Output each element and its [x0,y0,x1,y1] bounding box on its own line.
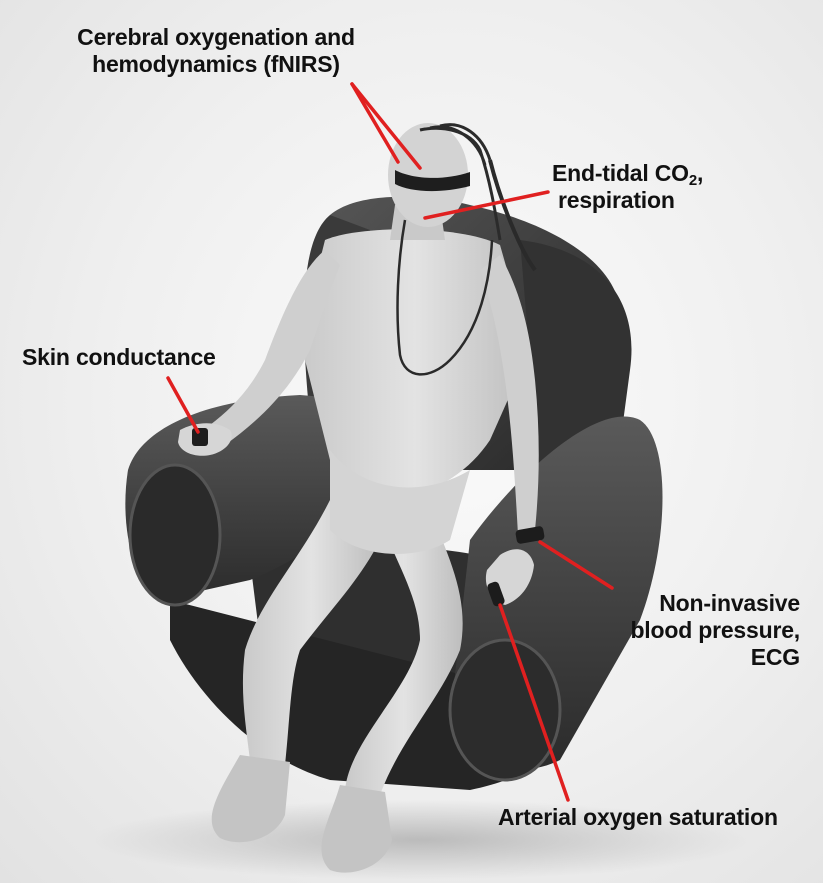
label-etco2-subscript: 2 [689,172,697,189]
label-etco2-part2: , [697,160,703,186]
label-cerebral-oxygenation: Cerebral oxygenation and hemodynamics (f… [66,24,366,78]
label-blood-pressure-ecg: Non-invasive blood pressure, ECG [600,590,800,671]
label-arterial-oxygen-saturation: Arterial oxygen saturation [498,804,778,831]
label-nibp-line2: blood pressure, [600,617,800,644]
label-cerebral-line2: hemodynamics (fNIRS) [66,51,366,78]
label-nibp-line3: ECG [600,644,800,671]
label-cerebral-line1: Cerebral oxygenation and [66,24,366,51]
label-etco2-line1: End-tidal CO2, [552,160,703,187]
label-etco2-part1: End-tidal CO [552,160,689,186]
label-end-tidal-co2: End-tidal CO2, respiration [552,160,703,214]
label-skin-conductance: Skin conductance [22,344,216,371]
skin-conductance-sensor [192,428,208,446]
chair-left-scroll [130,465,220,605]
pointer-cerebral-b [352,84,420,168]
label-nibp-line1: Non-invasive [600,590,800,617]
pointer-cerebral-a [352,84,398,162]
label-etco2-line2: respiration [552,187,703,214]
chair-right-scroll [450,640,560,780]
